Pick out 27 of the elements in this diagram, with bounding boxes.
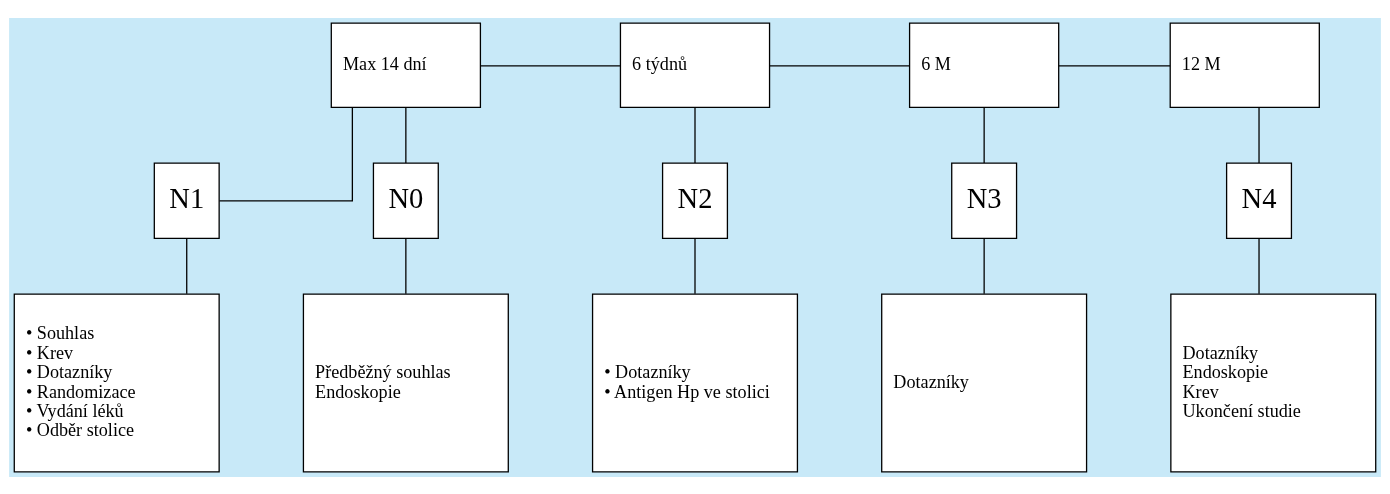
- node-box: 12 M: [1169, 22, 1320, 108]
- connector: [405, 106, 407, 164]
- connector: [769, 64, 910, 67]
- connector: [1258, 237, 1260, 294]
- connector: [983, 237, 985, 294]
- node-box: Předběžný souhlas Endoskopie: [302, 293, 509, 472]
- connector: [983, 106, 985, 164]
- node-box: 6 M: [908, 22, 1060, 108]
- node-box: 6 týdnů: [619, 22, 771, 108]
- node-box: • Dotazníky • Antigen Hp ve stolici: [591, 293, 799, 472]
- connector: [1258, 106, 1260, 164]
- node-box: Max 14 dní: [330, 22, 482, 108]
- node-box: N3: [951, 162, 1018, 239]
- connector: [694, 106, 696, 164]
- node-box: Dotazníky: [881, 293, 1088, 472]
- connector: [186, 237, 188, 294]
- connector: [218, 106, 353, 201]
- node-box: Dotazníky Endoskopie Krev Ukončení studie: [1170, 293, 1377, 472]
- node-box: N4: [1225, 162, 1293, 239]
- node-box: N0: [372, 162, 439, 239]
- connector: [694, 237, 696, 294]
- node-box: • Souhlas • Krev • Dotazníky • Randomizace • Vydání léků • Odběr stolice: [13, 293, 220, 472]
- node-box: N1: [153, 162, 220, 239]
- connector: [480, 64, 621, 67]
- node-box: N2: [661, 162, 729, 239]
- connector: [405, 237, 407, 294]
- connector: [1058, 64, 1171, 67]
